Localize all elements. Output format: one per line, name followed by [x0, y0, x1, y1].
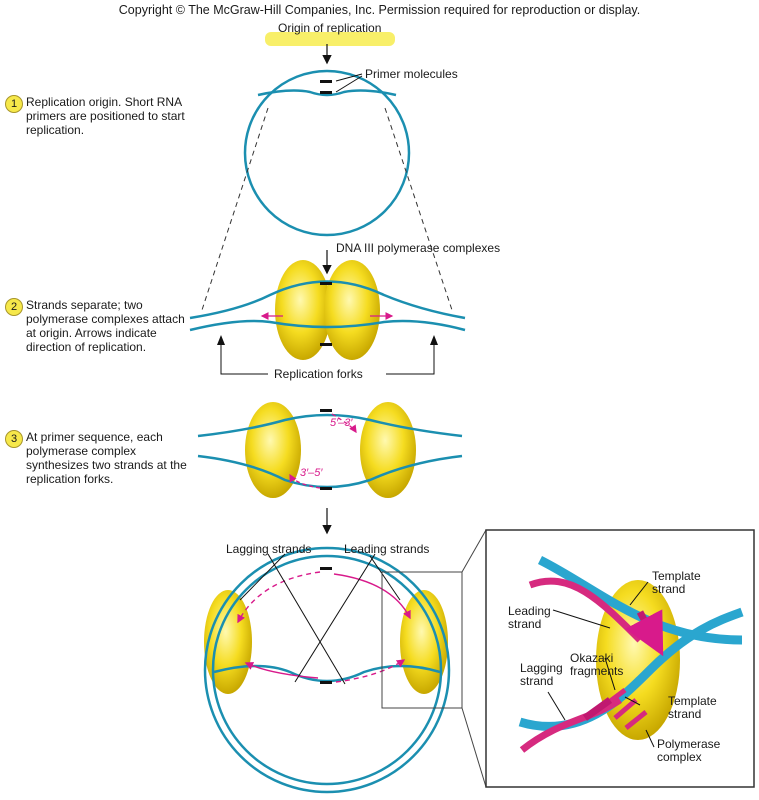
primer-label: Primer molecules — [365, 67, 458, 81]
inset-template-1: Template strand — [652, 569, 701, 596]
copyright-text: Copyright © The McGraw-Hill Companies, I… — [118, 3, 641, 17]
polymerase-4a — [204, 590, 252, 694]
zoom-lines — [201, 107, 453, 311]
polymerase-2b — [324, 260, 380, 360]
step-text: Strands separate; two polymerase complex… — [26, 298, 185, 354]
lagging-label: Lagging strands — [226, 542, 312, 556]
inset-polymerase: Polymerase complex — [657, 737, 721, 764]
inset-okazaki: Okazaki fragments — [570, 651, 624, 678]
step-text: At primer sequence, each polymerase comp… — [26, 430, 187, 486]
inset-pointers — [547, 581, 655, 748]
zoom-box-small — [381, 571, 463, 709]
primer-1 — [320, 80, 332, 83]
step-text: Replication origin. Short RNA primers ar… — [26, 95, 185, 137]
inset-art — [518, 555, 744, 753]
step-number: 2 — [5, 298, 23, 316]
inset-template-2: Template strand — [668, 694, 717, 721]
plasmid-circle-1 — [243, 69, 411, 237]
origin-label: Origin of replication — [278, 21, 382, 35]
step-number: 1 — [5, 95, 23, 113]
polymerase-3a — [245, 402, 301, 498]
label-3-5: 3′–5′ — [300, 467, 323, 479]
inset-lagging: Lagging strand — [520, 661, 563, 688]
primer-2 — [320, 91, 332, 94]
dna3-label: DNA III polymerase complexes — [336, 241, 501, 255]
step-number: 3 — [5, 430, 23, 448]
inset-leading: Leading strand — [508, 604, 551, 631]
origin-bar — [265, 32, 395, 46]
strands-2 — [189, 280, 466, 332]
label-5-3: 5′–3′ — [330, 417, 353, 429]
fork-bracket — [220, 338, 435, 375]
forks-label: Replication forks — [272, 367, 365, 381]
polymerase-2a — [275, 260, 331, 360]
leading-label: Leading strands — [344, 542, 430, 556]
strand-pointers — [239, 553, 401, 685]
polymerase-3b — [360, 402, 416, 498]
